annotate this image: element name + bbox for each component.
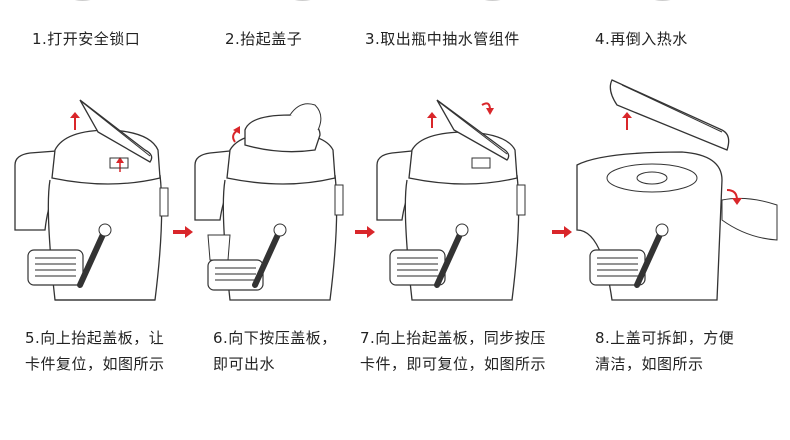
step-2-title: 2.抬起盖子: [225, 30, 303, 48]
step-3-title: 3.取出瓶中抽水管组件: [365, 30, 520, 48]
step-6-line-1: 6.向下按压盖板，: [213, 329, 337, 347]
arrow-right-icon: [173, 226, 193, 238]
step-5-line-1: 5.向上抬起盖板，让: [25, 329, 165, 347]
step-7-line-2: 卡件，即可复位，如图所示: [360, 355, 547, 373]
step-5-description: 5.向上抬起盖板，让 卡件复位，如图所示: [25, 325, 165, 377]
step-5-line-2: 卡件复位，如图所示: [25, 355, 165, 373]
step-8-line-1: 8.上盖可拆卸，方便: [595, 329, 735, 347]
step-4-title: 4.再倒入热水: [595, 30, 688, 48]
step-2-illustration: [190, 60, 370, 310]
step-1-title: 1.打开安全锁口: [32, 30, 141, 48]
arrow-right-icon: [355, 226, 375, 238]
arrow-right-icon: [552, 226, 572, 238]
step-1-illustration: [10, 60, 190, 310]
step-4-illustration: [572, 60, 782, 310]
step-8-line-2: 清洁，如图所示: [595, 355, 704, 373]
step-3-illustration: [372, 60, 552, 310]
step-8-description: 8.上盖可拆卸，方便 清洁，如图所示: [595, 325, 734, 377]
step-6-description: 6.向下按压盖板， 即可出水: [213, 325, 337, 377]
step-7-description: 7.向上抬起盖板，同步按压 卡件，即可复位，如图所示: [360, 325, 546, 377]
step-7-line-1: 7.向上抬起盖板，同步按压: [360, 329, 546, 347]
step-6-line-2: 即可出水: [213, 355, 276, 373]
cropped-previous-illustration: [75, 0, 670, 1]
